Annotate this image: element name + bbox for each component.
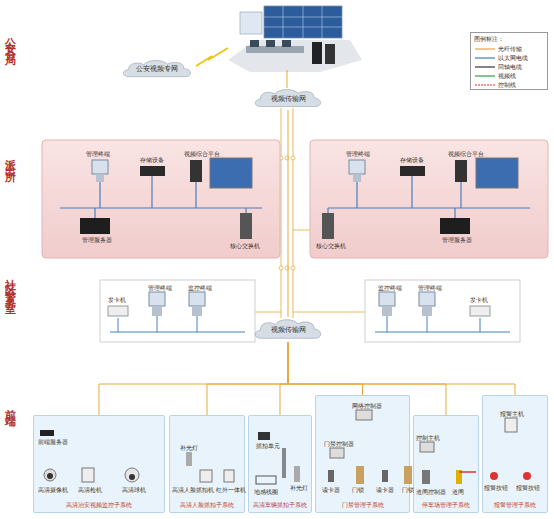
device-label: 道闸控制器 bbox=[416, 488, 446, 495]
device-label: 道闸 bbox=[452, 488, 464, 495]
network-cloud: 视频传输网 bbox=[252, 87, 324, 110]
device-label: 存储设备 bbox=[400, 156, 424, 163]
legend-title: 图例标注： bbox=[474, 35, 504, 42]
device-label: 存储设备 bbox=[140, 156, 164, 163]
device-label: 报警主机 bbox=[500, 410, 524, 417]
legend-line-sample bbox=[475, 82, 495, 88]
legend-line-sample bbox=[475, 73, 495, 79]
connector bbox=[207, 342, 288, 415]
legend-line-sample bbox=[475, 46, 495, 52]
subsystem-title: 停车场管理子系统 bbox=[414, 501, 478, 510]
connector bbox=[280, 342, 288, 415]
device-label: 监控终端 bbox=[378, 284, 402, 291]
device-label: 管理服务器 bbox=[442, 236, 472, 243]
tier-label: 派出所 bbox=[4, 150, 16, 168]
connector bbox=[288, 342, 363, 395]
device-label: 视频综合平台 bbox=[184, 150, 220, 157]
subsystem-title: 高清治安视频监控子系统 bbox=[34, 501, 164, 510]
device-label: 管理服务器 bbox=[82, 236, 112, 243]
subsystem-box: 高清车辆抓拍子系统 bbox=[248, 415, 312, 513]
device-label: 高清枪机 bbox=[78, 486, 102, 493]
connector bbox=[288, 342, 446, 415]
device-label: 高清人脸抓拍机 bbox=[172, 486, 214, 493]
device-label: 高清球机 bbox=[122, 486, 146, 493]
legend-text: 视频线 bbox=[498, 72, 516, 79]
device-label: 报警按钮 bbox=[484, 484, 508, 491]
legend-line-sample bbox=[475, 55, 495, 61]
tier-label: 社区警务室 bbox=[4, 270, 16, 300]
legend-text: 以太网电缆 bbox=[498, 54, 528, 61]
subsystem-title: 高清人脸抓拍子系统 bbox=[170, 501, 244, 510]
device-label: 门锁 bbox=[352, 486, 364, 493]
network-cloud: 公安视频专网 bbox=[120, 58, 194, 80]
device-label: 门禁控制器 bbox=[324, 440, 354, 447]
device-label: 发卡机 bbox=[108, 296, 126, 303]
legend-text: 同轴电缆 bbox=[498, 63, 522, 70]
cloud-label: 视频传输网 bbox=[252, 325, 324, 335]
device-label: 监控终端 bbox=[188, 284, 212, 291]
device-label: 核心交换机 bbox=[230, 242, 260, 249]
device-label: 门锁 bbox=[402, 486, 414, 493]
device-label: 视频综合平台 bbox=[448, 150, 484, 157]
cloud-label: 公安视频专网 bbox=[120, 64, 194, 74]
device-label: 核心交换机 bbox=[316, 242, 346, 249]
device-label: 地感线圈 bbox=[254, 488, 278, 495]
cloud-label: 视频传输网 bbox=[252, 94, 324, 104]
device-label: 报警按钮 bbox=[516, 484, 540, 491]
connector bbox=[288, 342, 515, 395]
connector bbox=[99, 342, 288, 415]
subsystem-box: 停车场管理子系统 bbox=[413, 415, 479, 513]
legend-text: 光纤传输 bbox=[498, 45, 522, 52]
connector bbox=[288, 110, 289, 317]
device-label: 网络控制器 bbox=[352, 402, 382, 409]
legend-text: 控制线 bbox=[498, 81, 516, 88]
device-label: 管理终端 bbox=[418, 284, 442, 291]
device-label: 前端服务器 bbox=[38, 438, 68, 445]
device-label: 抓拍单元 bbox=[256, 442, 280, 449]
device-label: 补光灯 bbox=[180, 444, 198, 451]
subsystem-title: 高清车辆抓拍子系统 bbox=[249, 501, 311, 510]
subsystem-box: 高清人脸抓拍子系统 bbox=[169, 415, 245, 513]
tier-label: 公安分局 bbox=[4, 28, 16, 52]
device-label: 管理终端 bbox=[86, 150, 110, 157]
network-cloud: 视频传输网 bbox=[252, 317, 324, 342]
subsystem-title: 报警管理子系统 bbox=[483, 501, 547, 510]
subsystem-box: 门禁管理子系统 bbox=[315, 395, 410, 513]
legend-line-sample bbox=[475, 64, 495, 70]
device-label: 发卡机 bbox=[470, 296, 488, 303]
subsystem-title: 门禁管理子系统 bbox=[316, 501, 409, 510]
device-label: 补光灯 bbox=[290, 484, 308, 491]
device-label: 高清摄像机 bbox=[38, 486, 68, 493]
subsystem-box: 高清治安视频监控子系统 bbox=[33, 415, 165, 513]
tier-label: 前端 bbox=[4, 400, 16, 412]
device-label: 读卡器 bbox=[322, 486, 340, 493]
device-label: 管理终端 bbox=[148, 284, 172, 291]
device-label: 读卡器 bbox=[376, 486, 394, 493]
device-label: 控制主机 bbox=[416, 434, 440, 441]
device-label: 管理终端 bbox=[346, 150, 370, 157]
device-label: 红外一体机 bbox=[216, 486, 246, 493]
